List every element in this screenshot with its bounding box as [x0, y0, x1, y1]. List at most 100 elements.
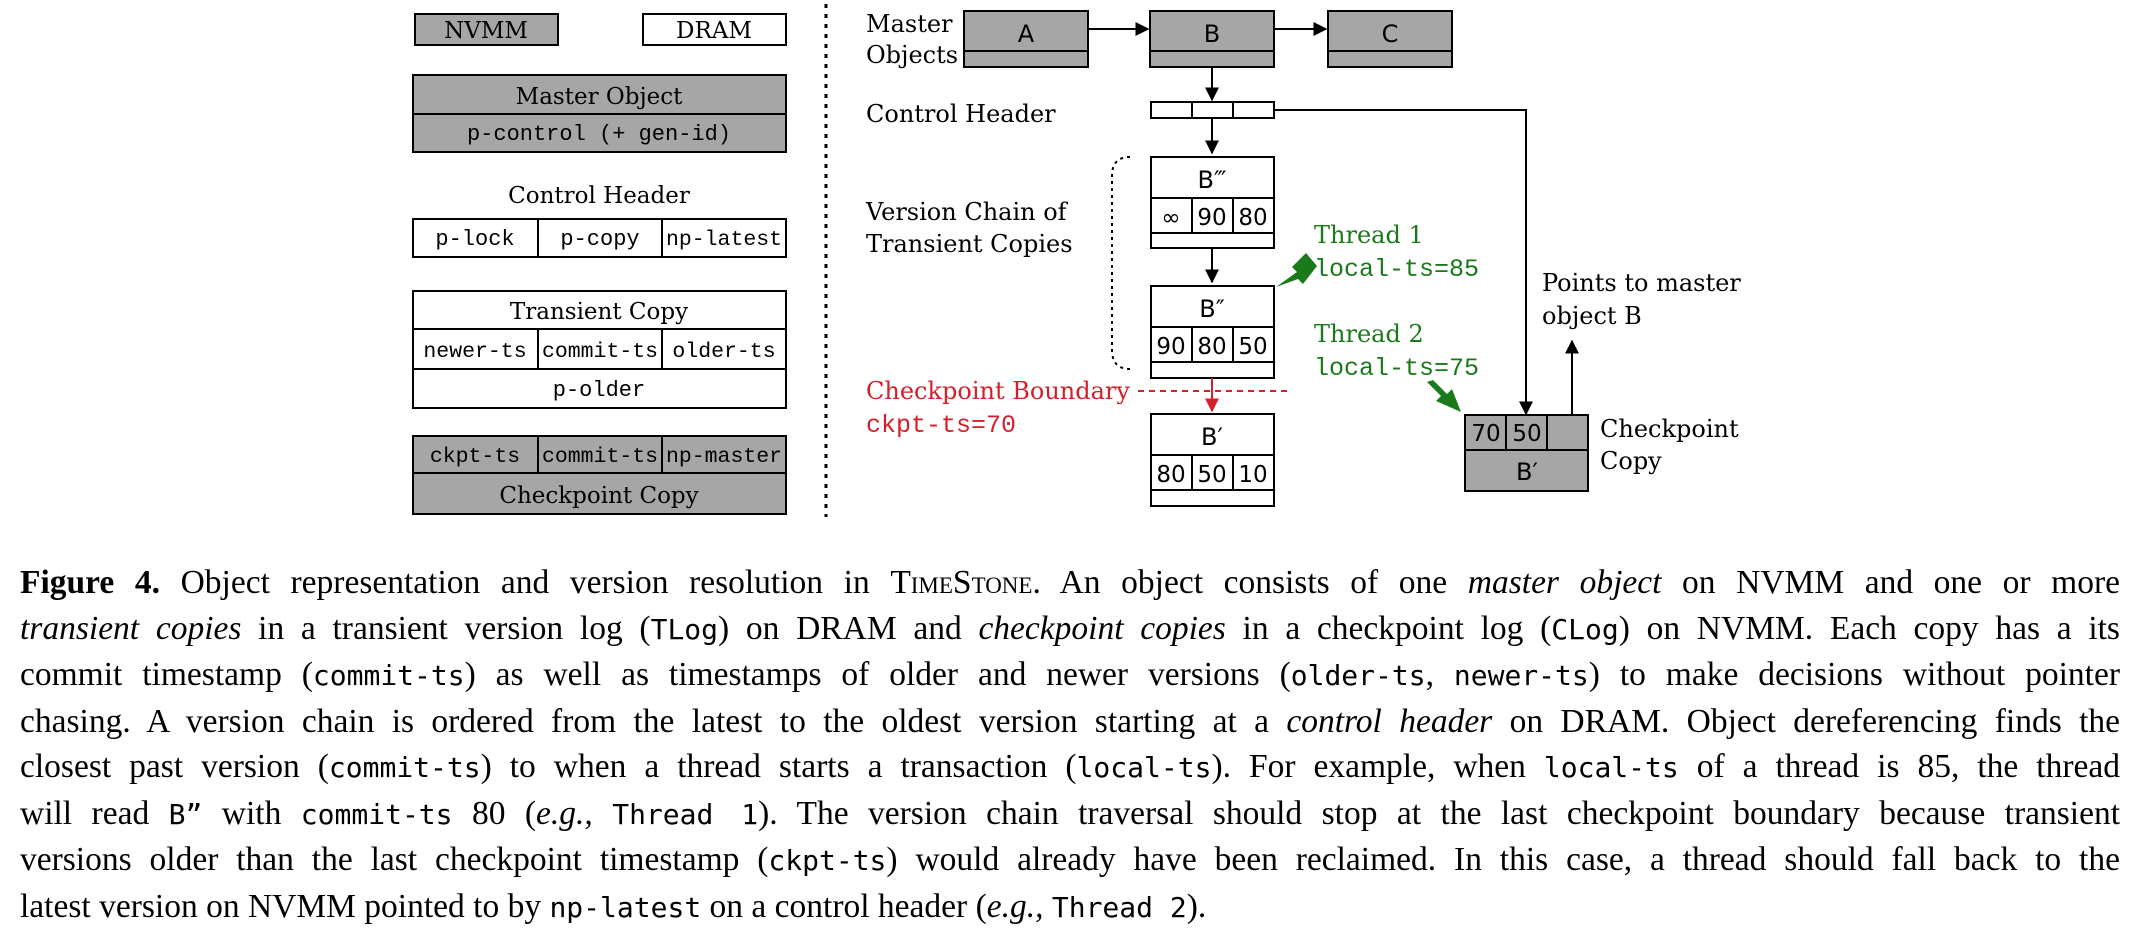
legend-control-header-field: np-latest — [666, 228, 782, 252]
caption-text: of a thread is 85, the thread — [1678, 748, 2120, 785]
copy-value: 50 — [1512, 421, 1541, 447]
caption-emphasis: checkpoint copies — [978, 609, 1226, 647]
legend-control-header-field: p-lock — [435, 227, 514, 252]
caption-text: ) on DRAM and — [718, 609, 979, 647]
caption-line: latest version on NVMM pointed to by np-… — [20, 884, 2120, 931]
thread1-label: Thread 1 — [1314, 221, 1424, 249]
arrow-np-latest-to-checkpoint — [1274, 109, 1533, 416]
copy-value: 80 — [1197, 334, 1226, 360]
copy-name: B‴ — [1198, 166, 1227, 194]
legend-control-header: Control Header p-lock p-copy np-latest — [412, 183, 787, 258]
caption-line: Figure 4. Object representation and vers… — [20, 560, 2120, 606]
legend-transient-copy-field: commit-ts — [542, 340, 658, 364]
caption-line: commit timestamp (commit-ts) as well as … — [20, 652, 2120, 699]
caption-code: commit-ts — [312, 659, 465, 692]
legend-checkpoint-copy: ckpt-ts commit-ts np-master Checkpoint C… — [412, 435, 787, 515]
legend: NVMM DRAM Master Object p-control (+ gen… — [412, 13, 787, 515]
control-header-label: Control Header — [866, 100, 1056, 128]
caption-text: 80 ( — [452, 794, 537, 832]
copy-value: 80 — [1156, 462, 1185, 488]
caption-code: local-ts — [1543, 751, 1679, 784]
legend-control-header-field: p-copy — [560, 227, 639, 252]
legend-master-object: Master Object p-control (+ gen-id) — [412, 74, 787, 153]
caption-text — [593, 795, 612, 832]
legend-dram-label: DRAM — [676, 18, 752, 44]
caption-text: in a checkpoint log ( — [1225, 609, 1552, 647]
checkpoint-copy-b1: 70 50 B′ — [1464, 414, 1589, 492]
caption-code: CLog — [1551, 612, 1619, 646]
legend-transient-copy-title: Transient Copy — [510, 299, 688, 325]
caption-text: will read — [20, 794, 169, 832]
caption-text: , — [1425, 656, 1454, 693]
caption-text: commit timestamp ( — [20, 656, 313, 693]
legend-control-header-title: Control Header — [508, 183, 690, 209]
master-objects-label: Objects — [866, 41, 958, 69]
copy-value: 90 — [1156, 334, 1185, 360]
legend-transient-copy-field: older-ts — [672, 340, 775, 364]
version-chain-label: Transient Copies — [866, 230, 1073, 258]
caption-text: with — [202, 794, 301, 832]
caption-line: chasing. A version chain is ordered from… — [20, 699, 2120, 745]
legend-checkpoint-copy-field: ckpt-ts — [430, 445, 520, 469]
copy-value: 70 — [1471, 421, 1500, 447]
legend-checkpoint-copy-field: np-master — [666, 445, 782, 469]
copy-value: 50 — [1197, 462, 1226, 488]
copy-value: ∞ — [1161, 205, 1180, 231]
caption-code: np-latest — [549, 890, 702, 924]
master-object-c: C — [1327, 10, 1453, 68]
caption-text: . An object consists of one — [1032, 564, 1468, 601]
transient-copy-b3: B‴ ∞ 90 80 — [1150, 156, 1275, 249]
master-objects-label: Master — [866, 10, 953, 38]
points-to-label: object B — [1542, 302, 1642, 330]
legend-dram: DRAM — [642, 13, 787, 46]
caption-code: commit-ts — [328, 751, 481, 784]
caption-text: in a transient version log ( — [241, 609, 651, 647]
caption-text: ) to when a thread starts a transaction … — [480, 748, 1077, 785]
caption-emphasis: e.g., — [536, 794, 593, 832]
legend-transient-copy: Transient Copy newer-ts commit-ts older-… — [412, 290, 787, 409]
caption-text: ) as well as timestamps of older and new… — [464, 656, 1291, 693]
caption-text: ) on NVMM. Each copy has a its — [1618, 609, 2120, 647]
caption-line: will read B” with commit-ts 80 (e.g., Th… — [20, 791, 2120, 838]
legend-checkpoint-copy-field: commit-ts — [542, 445, 658, 469]
caption-text: ). For example, when — [1211, 748, 1544, 785]
thread1-local-ts: local-ts=85 — [1314, 255, 1479, 284]
caption-emphasis: e.g., — [986, 887, 1044, 925]
master-object-b: B — [1149, 10, 1275, 68]
legend-master-object-title: Master Object — [516, 84, 683, 110]
copy-value: 90 — [1197, 205, 1226, 231]
checkpoint-boundary-ts: ckpt-ts=70 — [866, 411, 1016, 440]
control-header — [1150, 101, 1275, 119]
caption-text: on NVMM and one or more — [1661, 564, 2120, 601]
copy-name: B′ — [1201, 423, 1223, 451]
figure-diagram: NVMM DRAM Master Object p-control (+ gen… — [412, 4, 1741, 517]
caption-text: latest version on NVMM pointed to by — [20, 887, 550, 925]
caption-code: Thread 1 — [612, 797, 759, 831]
checkpoint-copy-label: Copy — [1600, 447, 1662, 475]
caption-text: Object representation and version resolu… — [160, 564, 891, 601]
transient-copy-b1: B′ 80 50 10 — [1150, 413, 1275, 507]
caption-text: on a control header ( — [701, 887, 987, 925]
caption-emphasis: transient copies — [20, 609, 242, 647]
thread1-arrow-icon — [1276, 253, 1317, 287]
caption-text: chasing. A version chain is ordered from… — [20, 702, 1287, 740]
version-chain-label: Version Chain of — [865, 198, 1069, 226]
figure-label: Figure 4. — [20, 564, 161, 601]
thread2-label: Thread 2 — [1314, 320, 1424, 348]
caption-text: on DRAM. Object dereferencing finds the — [1492, 702, 2121, 740]
caption-code: Thread 2 — [1051, 890, 1187, 924]
caption-code: ckpt-ts — [768, 844, 887, 877]
thread2-arrow-icon — [1427, 380, 1461, 412]
caption-code: commit-ts — [300, 797, 453, 831]
copy-value: 10 — [1238, 462, 1267, 488]
caption-code: B” — [168, 797, 203, 831]
master-object-name: C — [1382, 20, 1399, 48]
master-object-name: B — [1204, 20, 1220, 48]
version-chain-bracket — [1111, 156, 1131, 370]
caption-text: ). — [1186, 887, 1207, 925]
caption-text: ) to make decisions without pointer — [1588, 656, 2120, 693]
caption-text: ). The version chain traversal should st… — [758, 794, 2120, 832]
checkpoint-copy-label: Checkpoint — [1600, 415, 1739, 443]
caption-emphasis: control header — [1286, 702, 1493, 740]
master-object-name: A — [1018, 20, 1035, 48]
